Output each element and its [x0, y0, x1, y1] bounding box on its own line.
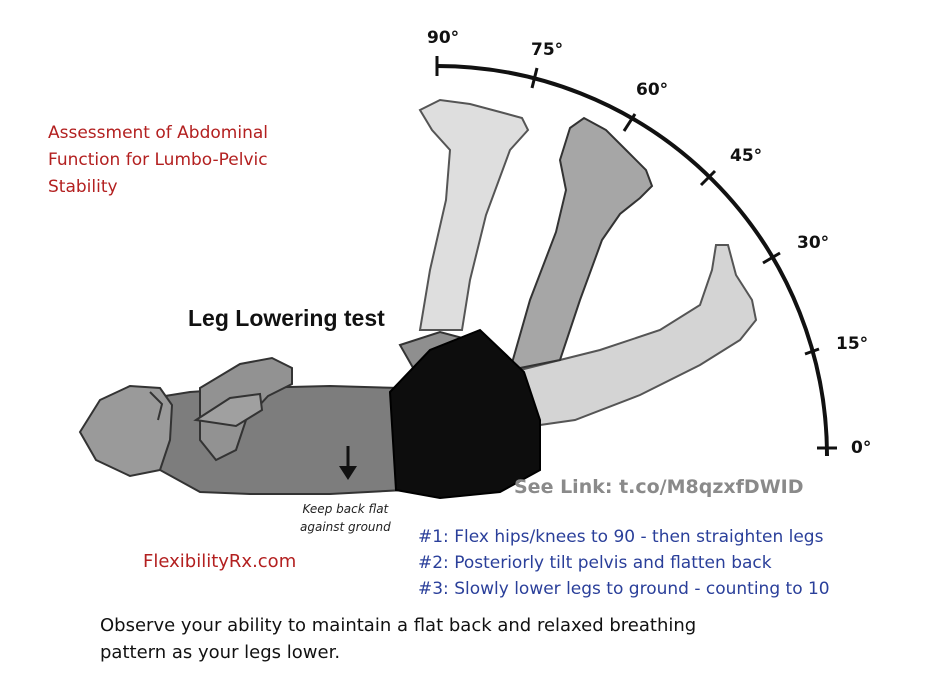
footer-note: Observe your ability to maintain a flat …: [100, 612, 696, 666]
angle-label-90: 90°: [427, 28, 460, 48]
arc-tick-30: [762, 251, 781, 265]
see-link-text: See Link: t.co/M8qzxfDWID: [514, 476, 804, 498]
angle-label-60: 60°: [636, 80, 669, 100]
brand-name: FlexibilityRx.com: [143, 551, 297, 572]
arc-tick-15: [804, 347, 820, 356]
arc-tick-75: [530, 67, 539, 89]
angle-label-45: 45°: [730, 146, 763, 166]
angle-label-0: 0°: [851, 438, 872, 458]
arc-tick-60: [622, 113, 637, 132]
leg-position-60: [508, 116, 654, 372]
angle-label-75: 75°: [531, 40, 564, 60]
leg-position-90: [418, 98, 530, 331]
step-2: #2: Posteriorly tilt pelvis and flatten …: [418, 553, 772, 573]
footer-line-2: pattern as your legs lower.: [100, 642, 341, 663]
step-3: #3: Slowly lower legs to ground - counti…: [418, 579, 830, 599]
arc-tick-45: [699, 169, 717, 187]
torso: [138, 384, 406, 495]
title-line-2: Function for Lumbo-Pelvic: [48, 150, 268, 170]
title-line-1: Assessment of Abdominal: [48, 123, 268, 143]
step-1: #1: Flex hips/knees to 90 - then straigh…: [418, 527, 824, 547]
leg-position-low: [518, 244, 758, 427]
angle-label-30: 30°: [797, 233, 830, 253]
test-name-heading: Leg Lowering test: [188, 305, 385, 331]
steps-list: #1: Flex hips/knees to 90 - then straigh…: [418, 524, 830, 602]
footer-line-1: Observe your ability to maintain a flat …: [100, 615, 697, 636]
down-arrow-icon: [339, 466, 357, 480]
shorts: [388, 328, 541, 500]
hands: [193, 392, 264, 428]
angle-arc: [436, 64, 829, 457]
arrow-caption-line-2: against ground: [300, 520, 391, 534]
arrow-caption: Keep back flat against ground: [300, 500, 391, 536]
title-line-3: Stability: [48, 177, 118, 197]
assessment-title: Assessment of Abdominal Function for Lum…: [48, 120, 268, 201]
head: [78, 384, 174, 478]
ear: [149, 391, 164, 421]
angle-label-15: 15°: [836, 334, 869, 354]
arrow-caption-line-1: Keep back flat: [302, 502, 389, 516]
